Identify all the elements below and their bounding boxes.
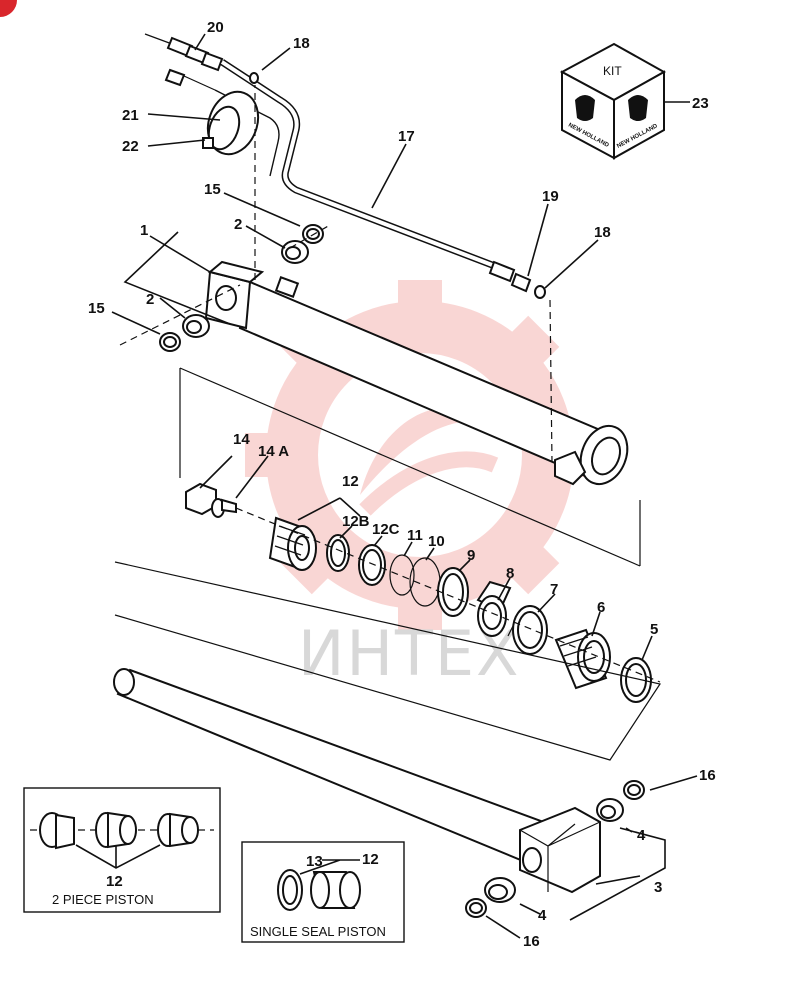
inset-single-seal-piston: 13 12 SINGLE SEAL PISTON <box>241 841 405 943</box>
callout-4-top: 4 <box>637 827 646 844</box>
callout-7: 7 <box>550 581 558 598</box>
cylinder-barrel <box>204 260 629 486</box>
corner-badge <box>0 0 17 17</box>
callout-14a: 14 A <box>258 443 289 460</box>
callout-6: 6 <box>597 599 605 616</box>
callout-11: 11 <box>407 527 423 544</box>
barrel-bushings <box>159 224 324 352</box>
two-piece-piston-caption: 2 PIECE PISTON <box>52 892 154 907</box>
callout-12-main: 12 <box>342 473 359 490</box>
callout-17: 17 <box>398 128 415 145</box>
kit-label: KIT <box>603 64 622 78</box>
piston-components <box>185 482 652 703</box>
callout-19: 19 <box>542 188 559 205</box>
callout-5: 5 <box>650 621 658 638</box>
callout-8: 8 <box>506 565 514 582</box>
callout-21: 21 <box>122 107 139 124</box>
single-seal-piston-caption: SINGLE SEAL PISTON <box>250 924 386 939</box>
callout-23: 23 <box>692 95 709 112</box>
callout-13: 13 <box>306 853 323 870</box>
kit-box: KIT NEW HOLLAND NEW HOLLAND <box>559 42 667 160</box>
rod-bushings <box>465 780 645 918</box>
callout-16-bottom: 16 <box>523 933 540 950</box>
callout-14: 14 <box>233 431 250 448</box>
callout-12-single: 12 <box>362 851 379 868</box>
callout-16-top: 16 <box>699 767 716 784</box>
callout-20: 20 <box>207 19 224 36</box>
callout-3: 3 <box>654 879 662 896</box>
callout-15-top: 15 <box>204 181 221 198</box>
callout-18-top: 18 <box>293 35 310 52</box>
callout-4-bottom: 4 <box>538 907 547 924</box>
callout-22: 22 <box>122 138 139 155</box>
callout-12b: 12B <box>342 513 370 530</box>
piston-rod <box>113 561 661 894</box>
callout-15-bottom: 15 <box>88 300 105 317</box>
callout-2-top: 2 <box>234 216 242 233</box>
callout-2-bottom: 2 <box>146 291 154 308</box>
callout-12-two-piece: 12 <box>106 873 123 890</box>
callout-18-right: 18 <box>594 224 611 241</box>
callout-9: 9 <box>467 547 475 564</box>
inset-two-piece-piston: 12 2 PIECE PISTON <box>23 787 221 913</box>
callouts: 20 18 21 22 17 15 2 1 2 15 19 18 23 14 1… <box>88 19 716 950</box>
callout-1: 1 <box>140 222 148 239</box>
callout-10: 10 <box>428 533 445 550</box>
callout-12c: 12C <box>372 521 400 538</box>
leader-lines <box>111 33 698 939</box>
tube-assembly <box>144 33 546 299</box>
assembly-outline <box>179 367 641 567</box>
